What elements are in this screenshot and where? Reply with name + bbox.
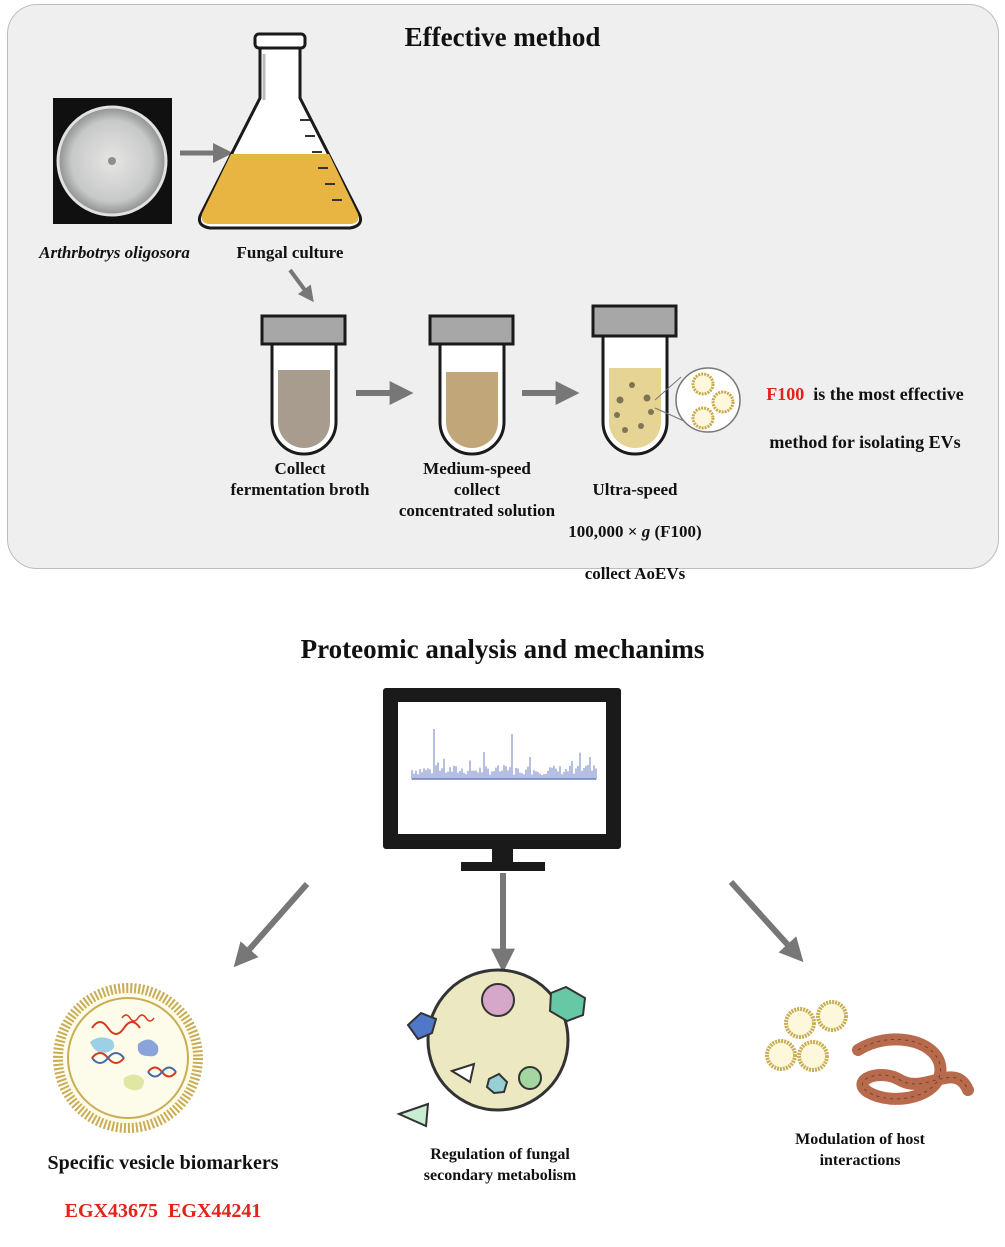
effective-method-panel bbox=[7, 4, 999, 569]
worm-icon bbox=[852, 1033, 974, 1105]
f100-highlight: F100 bbox=[766, 384, 805, 404]
host-vesicles bbox=[765, 1000, 848, 1072]
monitor-icon bbox=[383, 688, 621, 871]
step3-line2: 100,000 × g (F100) bbox=[568, 522, 702, 541]
diagram-graphics bbox=[53, 32, 974, 1133]
spectrum-chart bbox=[411, 729, 597, 780]
flask-icon bbox=[198, 32, 362, 230]
vesicle-icon bbox=[691, 372, 735, 430]
vesicle-zoom-icon bbox=[654, 367, 741, 433]
step1-label: Collect fermentation broth bbox=[230, 459, 370, 499]
arrow-to-host bbox=[728, 879, 804, 963]
culture-label: Fungal culture bbox=[236, 243, 344, 262]
proteomic-analysis-title: Proteomic analysis and mechanims bbox=[300, 634, 705, 664]
fungal-cell-icon bbox=[396, 968, 587, 1128]
biomarkers-label: Specific vesicle biomarkers EGX43675 EGX… bbox=[47, 1152, 279, 1222]
organism-label: Arthrbotrys oligosora bbox=[39, 243, 190, 262]
host-interactions-label: Modulation of host interactions bbox=[795, 1131, 925, 1169]
petri-dish-icon bbox=[53, 98, 172, 224]
conclusion-text: F100 is the most effective method for is… bbox=[766, 384, 964, 452]
vesicle-icon bbox=[53, 983, 203, 1133]
metabolism-label: Regulation of fungal secondary metabolis… bbox=[423, 1146, 577, 1184]
effective-method-title: Effective method bbox=[404, 22, 601, 52]
arrow-to-biomarkers bbox=[233, 882, 310, 968]
step2-label: Medium-speed collect concentrated soluti… bbox=[398, 459, 556, 520]
centrifuge-tube-icon bbox=[591, 304, 678, 456]
biomarker-2: EGX44241 bbox=[168, 1200, 262, 1222]
centrifuge-tube-icon bbox=[260, 314, 347, 456]
centrifuge-tube-icon bbox=[428, 314, 515, 456]
step3-line1: Ultra-speed bbox=[592, 480, 678, 499]
arrow-to-tube-1 bbox=[288, 268, 314, 303]
biomarker-1: EGX43675 bbox=[64, 1200, 158, 1222]
step3-line3: collect AoEVs bbox=[584, 564, 686, 583]
step3-label: Ultra-speed 100,000 × g (F100) collect A… bbox=[560, 458, 710, 605]
dna-icon bbox=[91, 1052, 177, 1078]
